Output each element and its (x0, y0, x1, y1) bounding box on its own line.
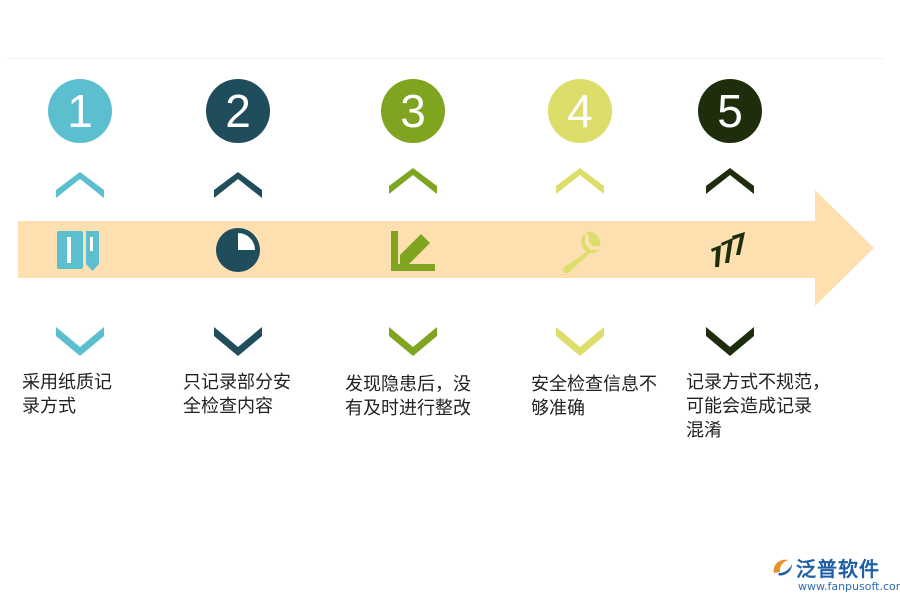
step-5-text-line-1: 记录方式不规范， (686, 372, 830, 393)
step-2-text-line-2: 全检查内容 (183, 396, 273, 417)
step-4-down-chevron-icon (556, 327, 604, 356)
step-1-up-chevron-icon (56, 172, 104, 198)
step-4-up-chevron-icon (556, 168, 604, 194)
step-3-number: 3 (381, 79, 445, 143)
step-2-down-chevron-icon (214, 327, 262, 356)
pie-chart-icon (216, 228, 260, 272)
step-1-description: 采用纸质记 录方式 (22, 371, 172, 419)
chevron-lines-icon (711, 232, 745, 267)
step-4-number: 4 (548, 79, 612, 143)
step-5-text-line-3: 混淆 (686, 420, 722, 441)
step-5-down-chevron-icon (706, 327, 754, 356)
step-5-text-line-2: 可能会造成记录 (686, 396, 812, 417)
wrench-icon (562, 231, 601, 274)
step-1-text-line-1: 采用纸质记 (22, 372, 112, 393)
step-3-text-line-1: 发现隐患后，没 (345, 374, 471, 395)
logo-url: www.fanpusoft.com (798, 580, 900, 593)
step-2-number: 2 (206, 79, 270, 143)
logo-mark-icon (773, 559, 792, 576)
edit-icon (391, 231, 435, 271)
step-3-description: 发现隐患后，没 有及时进行整改 (345, 373, 510, 421)
step-1-number: 1 (48, 79, 112, 143)
step-5-up-chevron-icon (706, 168, 754, 194)
brand-logo: 泛普软件 www.fanpusoft.com (770, 553, 900, 597)
step-2-description: 只记录部分安 全检查内容 (183, 371, 333, 419)
step-2-text-line-1: 只记录部分安 (183, 372, 291, 393)
top-divider (6, 58, 884, 59)
step-4-description: 安全检查信息不 够准确 (531, 373, 691, 421)
step-3-down-chevron-icon (389, 327, 437, 356)
book-icon (57, 231, 99, 271)
step-5-description: 记录方式不规范， 可能会造成记录 混淆 (686, 371, 856, 443)
step-2-up-chevron-icon (214, 172, 262, 198)
step-3-text-line-2: 有及时进行整改 (345, 398, 471, 419)
step-1-down-chevron-icon (56, 327, 104, 356)
step-4-text-line-1: 安全检查信息不 (531, 374, 657, 395)
timeline-arrow-shape (18, 190, 874, 306)
step-3-up-chevron-icon (389, 168, 437, 194)
step-5-number: 5 (698, 79, 762, 143)
step-4-text-line-2: 够准确 (531, 398, 585, 419)
logo-name: 泛普软件 (796, 557, 880, 581)
step-1-text-line-2: 录方式 (22, 396, 76, 417)
